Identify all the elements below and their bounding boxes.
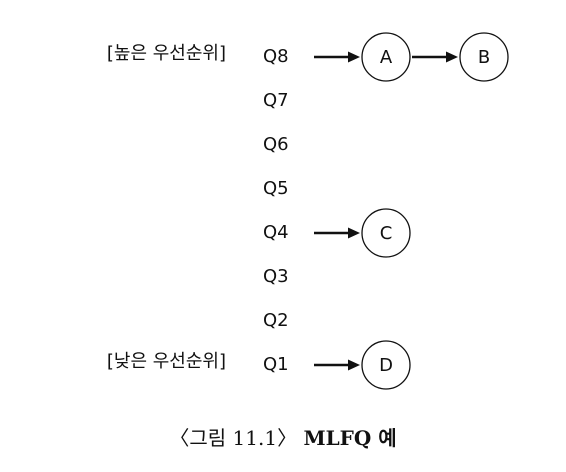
arrowhead-q8-0 <box>348 51 360 63</box>
low-priority-label: [낮은 우선순위] <box>106 351 226 372</box>
job-node-d <box>361 340 411 390</box>
arrowhead-q8-1 <box>446 51 458 63</box>
caption-title: MLFQ 예 <box>303 426 397 450</box>
job-node-c <box>361 208 411 258</box>
job-label-c: C <box>380 223 393 244</box>
queue-label-q4: Q4 <box>263 222 289 243</box>
queue-label-q7: Q7 <box>263 90 289 111</box>
arrowhead-q4-0 <box>348 227 360 239</box>
job-label-d: D <box>379 355 393 376</box>
queue-label-q2: Q2 <box>263 310 289 331</box>
arrowhead-q1-0 <box>348 359 360 371</box>
figure-caption: 〈그림 11.1〉 MLFQ 예 <box>0 424 566 452</box>
queue-label-q6: Q6 <box>263 134 289 155</box>
queue-label-q1: Q1 <box>263 354 289 375</box>
caption-prefix: 〈그림 11.1〉 <box>169 426 298 450</box>
queue-label-q5: Q5 <box>263 178 289 199</box>
job-node-a <box>361 32 411 82</box>
job-node-b <box>459 32 509 82</box>
job-label-b: B <box>478 47 490 68</box>
queue-label-q3: Q3 <box>263 266 289 287</box>
high-priority-label: [높은 우선순위] <box>106 43 226 64</box>
queue-label-q8: Q8 <box>263 46 289 67</box>
job-label-a: A <box>380 47 393 68</box>
